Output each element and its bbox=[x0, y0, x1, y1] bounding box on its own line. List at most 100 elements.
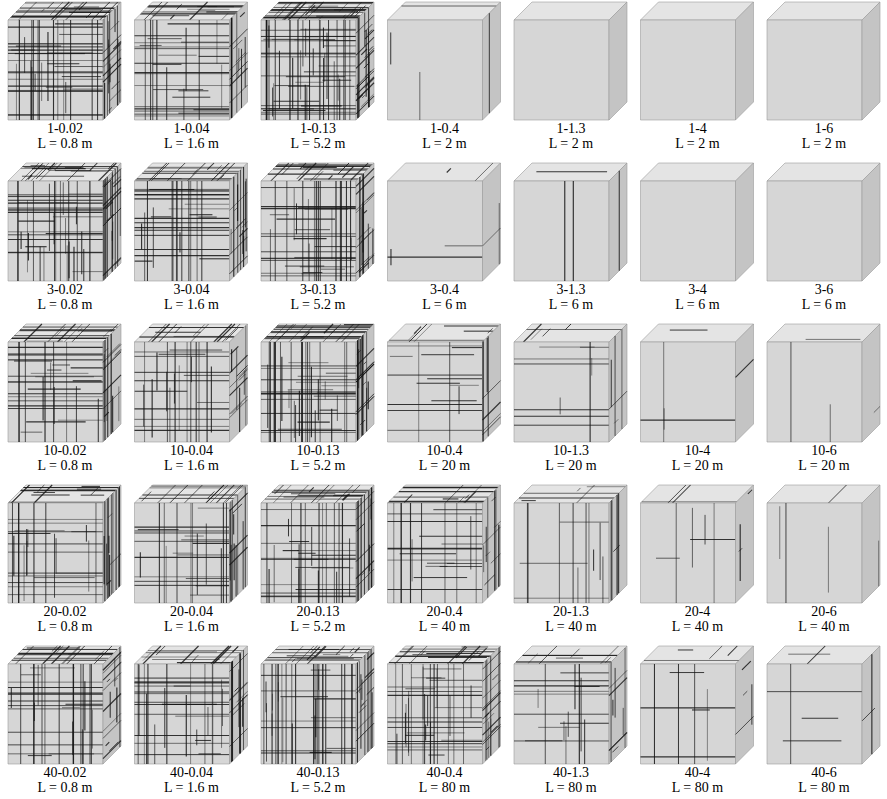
fracture-line bbox=[514, 740, 609, 741]
case-label: 40-0.4 bbox=[382, 765, 508, 780]
fracture-line bbox=[393, 497, 488, 498]
fracture-line bbox=[230, 396, 248, 414]
fracture-line bbox=[443, 498, 459, 499]
fracture-line bbox=[8, 708, 103, 709]
fracture-line bbox=[12, 337, 107, 338]
fracture-line bbox=[435, 707, 483, 708]
fracture-cube bbox=[261, 646, 374, 764]
case-label: 20-0.13 bbox=[255, 604, 381, 619]
fracture-cube bbox=[514, 485, 627, 603]
fracture-line bbox=[623, 708, 624, 735]
fracture-line bbox=[230, 192, 248, 210]
fracture-line bbox=[8, 209, 103, 210]
fracture-cube bbox=[8, 485, 121, 603]
fracture-line bbox=[201, 181, 202, 281]
fracture-line bbox=[63, 89, 103, 90]
fracture-line bbox=[135, 73, 230, 74]
fracture-line bbox=[419, 536, 482, 537]
fracture-line bbox=[403, 487, 498, 488]
fracture-line bbox=[8, 531, 103, 532]
fracture-cube bbox=[388, 163, 501, 281]
fracture-line bbox=[338, 163, 349, 174]
fracture-line bbox=[8, 396, 103, 397]
fracture-line bbox=[233, 40, 242, 49]
fracture-line bbox=[388, 695, 483, 696]
fracture-line bbox=[177, 181, 178, 281]
fracture-line bbox=[135, 108, 230, 109]
fracture-line bbox=[388, 345, 483, 346]
fracture-line bbox=[483, 545, 484, 572]
fracture-line bbox=[358, 17, 359, 117]
cube-face bbox=[736, 2, 754, 120]
fracture-line bbox=[135, 526, 230, 527]
fracture-line bbox=[400, 651, 495, 652]
fracture-line bbox=[24, 545, 25, 601]
fracture-line bbox=[235, 687, 239, 691]
fracture-line bbox=[155, 651, 217, 652]
fracture-line bbox=[619, 171, 620, 271]
fracture-line bbox=[470, 516, 471, 569]
fracture-line bbox=[349, 20, 350, 120]
fracture-cube bbox=[135, 2, 248, 120]
fracture-line bbox=[117, 166, 118, 266]
fracture-line bbox=[362, 174, 363, 274]
fracture-line bbox=[357, 340, 358, 440]
cube-face bbox=[8, 324, 121, 342]
fracture-line bbox=[320, 20, 321, 120]
fracture-line bbox=[170, 15, 174, 19]
fracture-line bbox=[358, 339, 359, 439]
fracture-cube bbox=[514, 646, 627, 764]
size-label: L = 2 m bbox=[635, 136, 761, 151]
cube-face bbox=[388, 181, 483, 281]
fracture-line bbox=[152, 659, 220, 660]
fracture-line bbox=[270, 332, 365, 333]
fracture-line bbox=[43, 247, 44, 281]
fracture-line bbox=[177, 662, 231, 663]
fracture-line bbox=[141, 492, 151, 502]
fracture-line bbox=[290, 485, 308, 503]
fracture-line bbox=[273, 485, 291, 503]
fracture-line bbox=[245, 37, 246, 88]
fracture-line bbox=[495, 490, 496, 590]
fracture-line bbox=[266, 20, 267, 120]
size-label: L = 80 m bbox=[761, 780, 887, 795]
fracture-line bbox=[198, 508, 230, 509]
fracture-line bbox=[8, 575, 103, 576]
fracture-line bbox=[23, 649, 118, 650]
fracture-line bbox=[878, 541, 879, 587]
fracture-line bbox=[17, 654, 112, 655]
fracture-line bbox=[185, 204, 230, 205]
fracture-line bbox=[8, 79, 103, 80]
fracture-line bbox=[516, 661, 611, 662]
fracture-cube bbox=[261, 485, 374, 603]
fracture-line bbox=[641, 707, 736, 708]
fracture-line bbox=[240, 653, 241, 753]
fracture-line bbox=[117, 6, 118, 106]
case-label: 1-0.13 bbox=[255, 121, 381, 136]
fracture-line bbox=[103, 35, 121, 53]
cube-face bbox=[767, 485, 880, 503]
fracture-line bbox=[341, 664, 342, 764]
cube-face bbox=[103, 324, 121, 442]
fracture-line bbox=[198, 217, 216, 218]
fracture-line bbox=[270, 229, 271, 281]
fracture-line bbox=[59, 34, 103, 35]
fracture-line bbox=[388, 589, 483, 590]
size-label: L = 40 m bbox=[382, 619, 508, 634]
fracture-line bbox=[103, 391, 121, 409]
fracture-line bbox=[170, 350, 223, 351]
fracture-line bbox=[151, 486, 246, 487]
fracture-line bbox=[444, 503, 445, 603]
fracture-line bbox=[104, 354, 105, 422]
fracture-line bbox=[212, 646, 230, 664]
fracture-line bbox=[274, 545, 275, 602]
case-label: 20-0.4 bbox=[382, 604, 508, 619]
case-label: 40-4 bbox=[635, 765, 761, 780]
fracture-line bbox=[334, 61, 335, 120]
fracture-line bbox=[86, 525, 87, 542]
cube-face bbox=[135, 342, 230, 442]
fracture-line bbox=[164, 503, 165, 603]
fracture-line bbox=[324, 45, 356, 46]
fracture-line bbox=[328, 20, 329, 120]
fracture-line bbox=[444, 325, 498, 326]
